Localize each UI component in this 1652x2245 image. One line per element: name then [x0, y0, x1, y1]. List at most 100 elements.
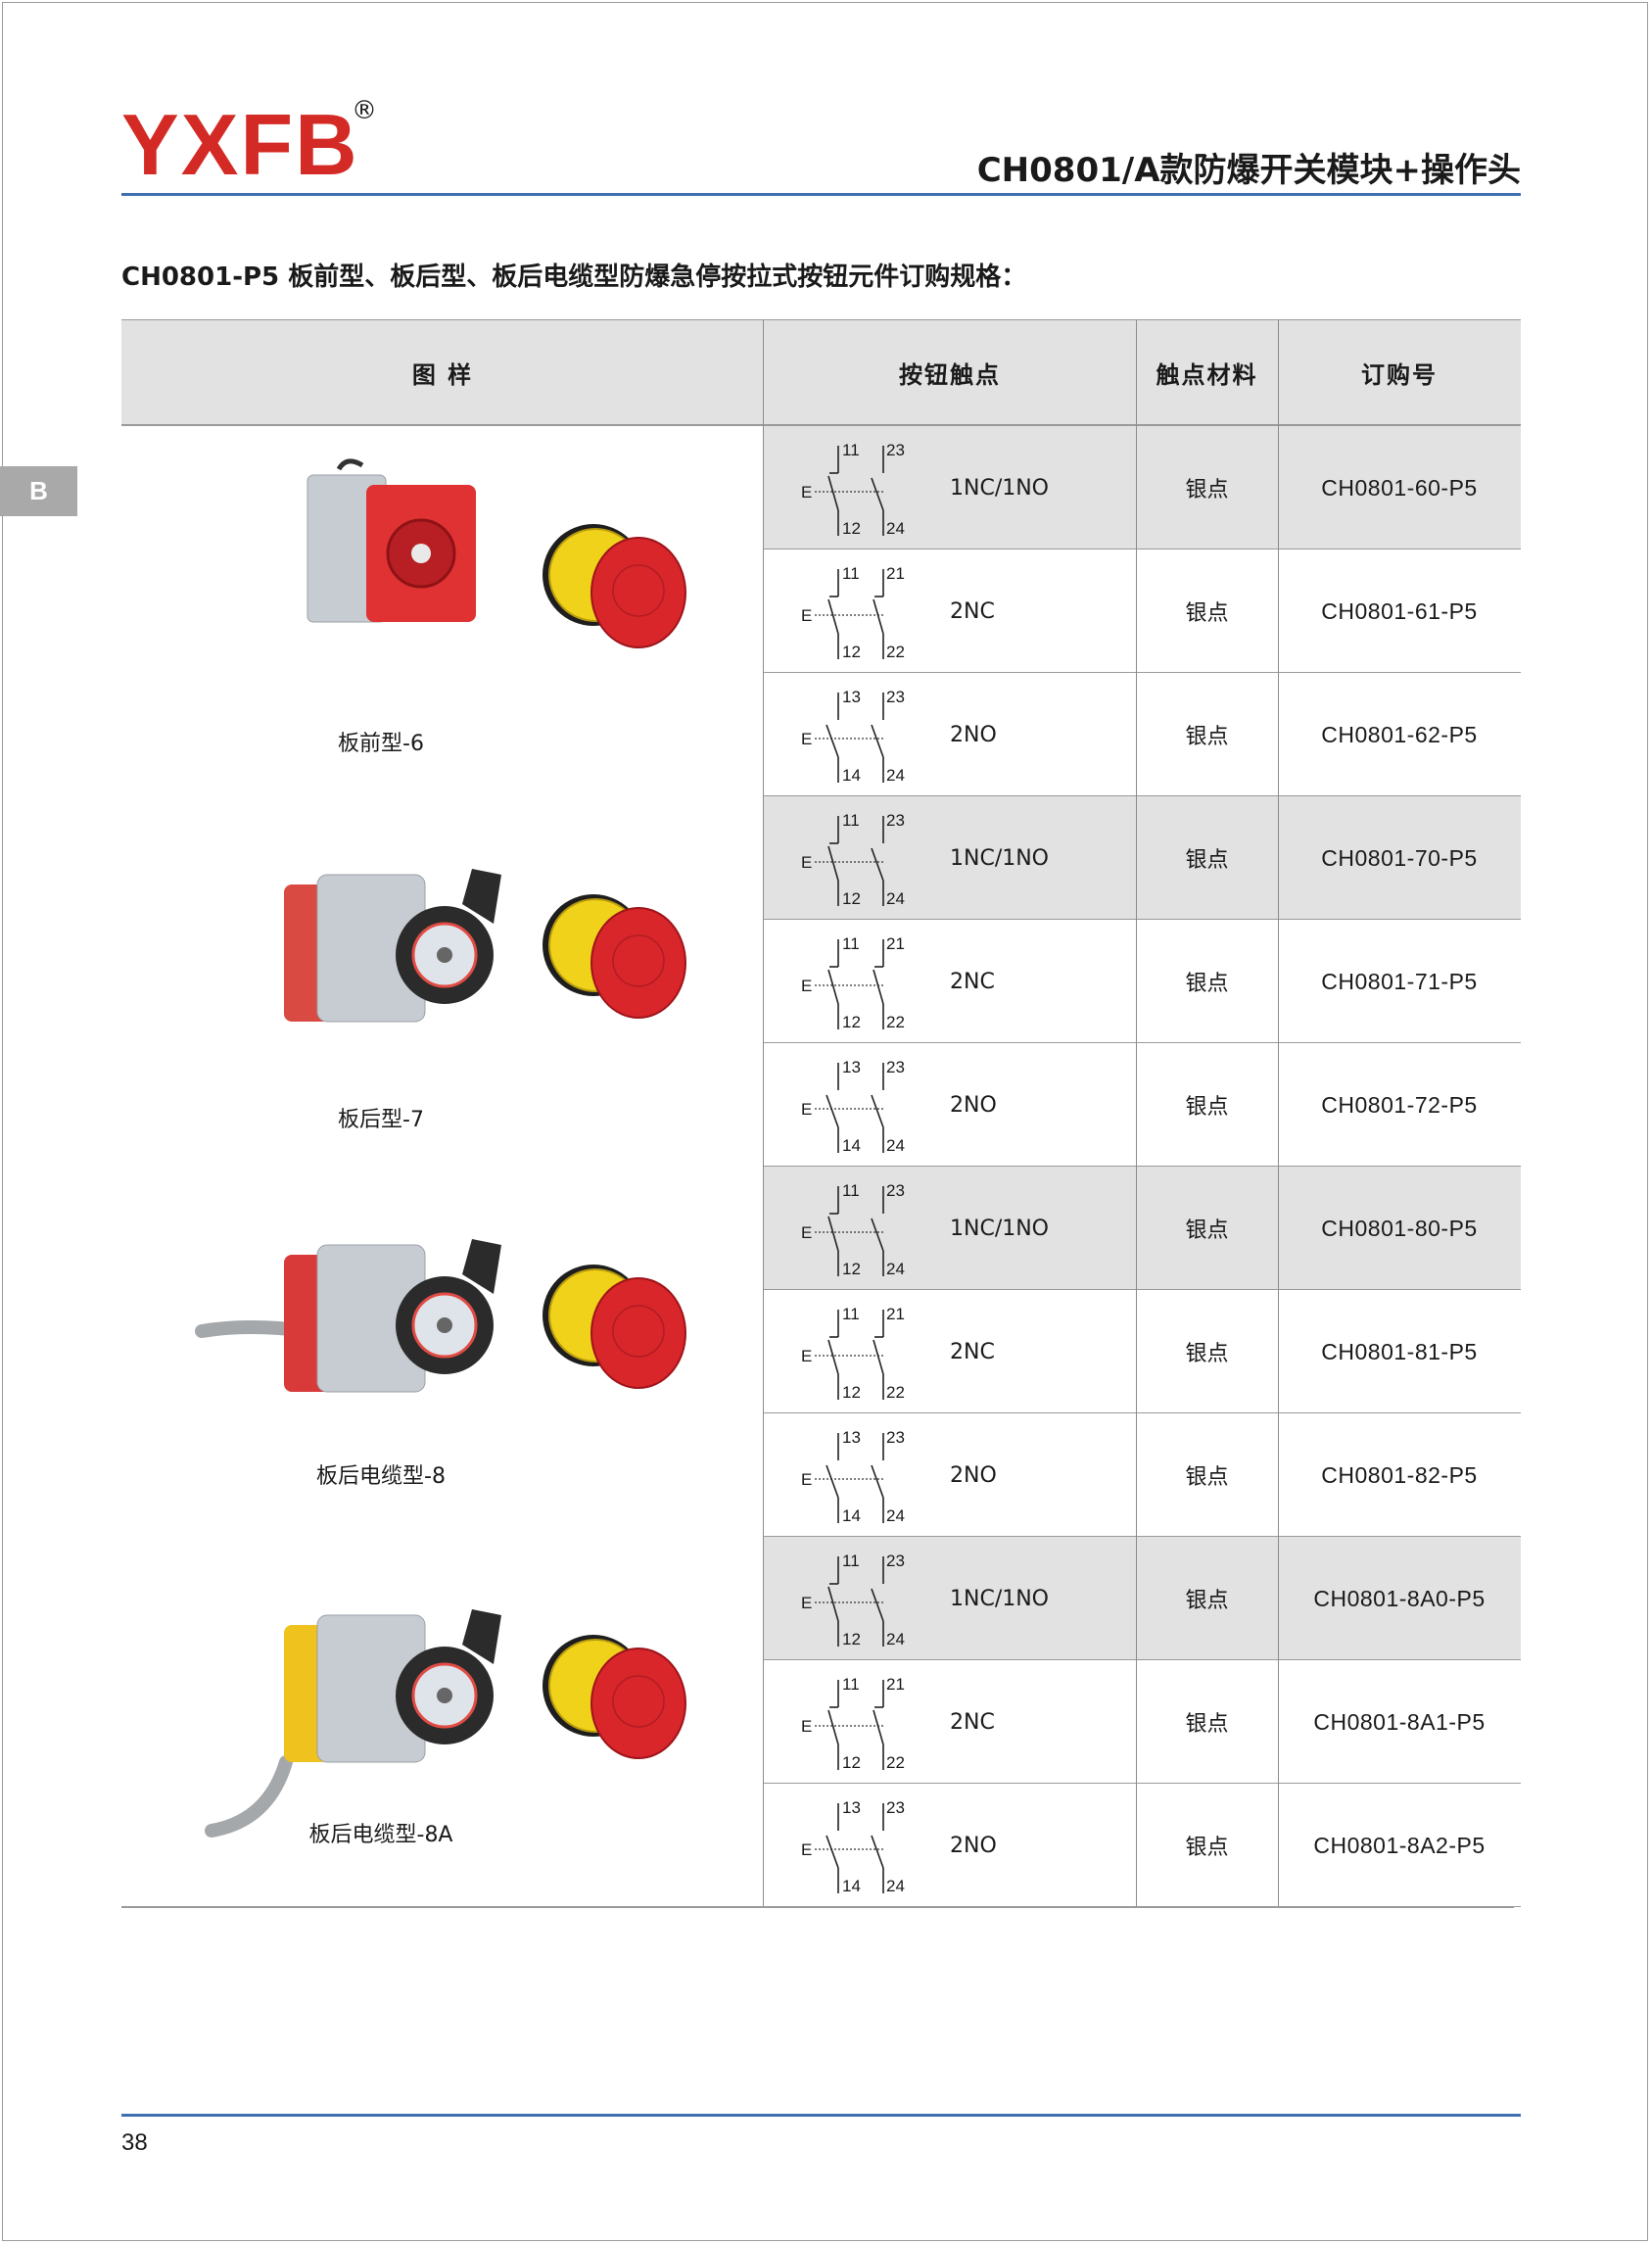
product-type-label: 板后电缆型-8: [316, 1464, 446, 1489]
actuator-label: E: [801, 1470, 812, 1489]
product-illustration: [195, 1239, 686, 1393]
terminal-label: 12: [842, 1260, 861, 1278]
order-number: CH0801-72-P5: [1321, 1091, 1478, 1118]
nc-blade: [873, 1339, 884, 1375]
table-bottom-rule: [121, 1906, 1514, 1908]
terminal-label: 23: [886, 1181, 905, 1200]
terminal-label: 12: [842, 1630, 861, 1648]
terminal-label: 11: [842, 934, 860, 953]
terminal-label: 24: [886, 1260, 905, 1278]
e-stop-arrow-ring: [612, 564, 665, 617]
e-stop-mushroom-head: [590, 1277, 686, 1389]
order-number: CH0801-82-P5: [1321, 1461, 1478, 1488]
contact-type: 1NC/1NO: [950, 1216, 1049, 1241]
nc-blade: [827, 598, 839, 635]
no-blade: [826, 1835, 839, 1869]
nc-blade: [827, 1586, 839, 1622]
product-group: 板后电缆型-8A: [121, 1537, 764, 1907]
contact-material: 银点: [1185, 1465, 1229, 1490]
terminal-label: 21: [886, 1305, 905, 1323]
contact-material: 银点: [1185, 1836, 1229, 1860]
no-blade: [871, 724, 884, 758]
terminal-label: 11: [842, 1552, 860, 1570]
bezel-pin: [437, 1688, 452, 1703]
product-type-label: 板后电缆型-8A: [308, 1823, 453, 1847]
terminal-label: 14: [842, 766, 861, 785]
actuator-label: E: [801, 1840, 812, 1859]
terminal-label: 11: [842, 441, 860, 459]
contact-type: 1NC/1NO: [950, 845, 1049, 871]
terminal-label: 23: [886, 1058, 905, 1076]
contact-type: 2NC: [950, 969, 995, 994]
nc-blade: [827, 1216, 839, 1252]
product-group: 板后电缆型-8: [121, 1167, 764, 1537]
no-blade: [871, 477, 884, 511]
contact-material: 银点: [1185, 972, 1229, 996]
terminal-label: 13: [842, 1428, 861, 1447]
actuator-label: E: [801, 1100, 812, 1119]
no-blade: [871, 1094, 884, 1128]
actuator-label: E: [801, 853, 812, 872]
nc-blade: [827, 969, 839, 1005]
footer-divider: [121, 2114, 1521, 2117]
dust-cover: [462, 869, 501, 924]
terminal-label: 11: [842, 1181, 860, 1200]
terminal-label: 11: [842, 564, 860, 583]
section-tab: B: [0, 466, 77, 516]
terminal-label: 23: [886, 1798, 905, 1817]
contact-material: 银点: [1185, 601, 1229, 626]
order-number: CH0801-61-P5: [1321, 597, 1478, 624]
column-divider: [763, 319, 764, 1908]
e-stop-mushroom-head: [590, 907, 686, 1019]
no-blade: [871, 1464, 884, 1499]
product-group: 板后型-7: [121, 796, 764, 1167]
order-number: CH0801-81-P5: [1321, 1338, 1478, 1364]
terminal-label: 11: [842, 811, 860, 830]
terminal-label: 14: [842, 1877, 861, 1895]
terminal-label: 23: [886, 1428, 905, 1447]
product-illustration: [205, 1609, 686, 1838]
nc-blade: [827, 1709, 839, 1745]
terminal-label: 21: [886, 934, 905, 953]
terminal-label: 14: [842, 1506, 861, 1525]
terminal-label: 23: [886, 441, 905, 459]
column-divider: [1136, 319, 1137, 1908]
terminal-label: 24: [886, 1630, 905, 1648]
terminal-label: 24: [886, 1877, 905, 1895]
terminal-label: 23: [886, 688, 905, 706]
bezel-pin: [437, 1317, 452, 1333]
section-heading: CH0801-P5 板前型、板后型、板后电缆型防爆急停按拉式按钮元件订购规格：: [121, 263, 1027, 292]
terminal-label: 23: [886, 1552, 905, 1570]
order-number: CH0801-71-P5: [1321, 968, 1478, 994]
terminal-label: 23: [886, 811, 905, 830]
terminal-label: 22: [886, 643, 905, 661]
logo-text: YXFB: [121, 96, 359, 193]
terminal-label: 13: [842, 688, 861, 706]
contact-type: 1NC/1NO: [950, 475, 1049, 501]
dust-cover: [462, 1239, 501, 1294]
contact-material: 银点: [1185, 1712, 1229, 1737]
nc-blade: [873, 969, 884, 1005]
contact-material: 银点: [1185, 478, 1229, 502]
product-illustration: [284, 869, 686, 1023]
contact-material: 银点: [1185, 1589, 1229, 1613]
terminal-label: 24: [886, 889, 905, 908]
brand-logo: YXFB ®: [121, 96, 377, 193]
contact-material: 银点: [1185, 1095, 1229, 1120]
actuator-label: E: [801, 606, 812, 625]
actuator-label: E: [801, 977, 812, 995]
terminal-label: 24: [886, 766, 905, 785]
e-stop-mushroom-head: [590, 537, 686, 648]
header-material-col: 触点材料: [1156, 361, 1258, 389]
product-type-label: 板后型-7: [338, 1108, 424, 1132]
